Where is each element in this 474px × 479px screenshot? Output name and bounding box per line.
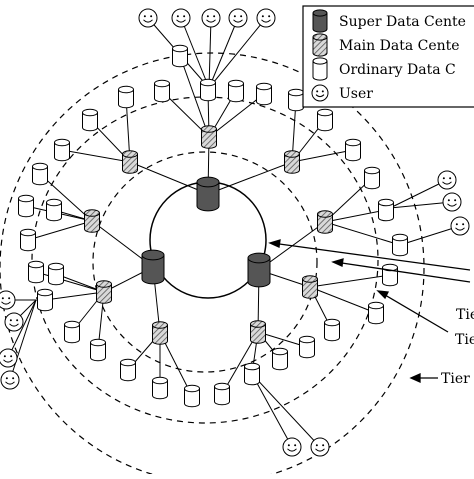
ordinary-data-center-icon: [64, 320, 80, 344]
ordinary-data-center-icon: [272, 347, 288, 371]
ordinary-data-center-icon: [382, 263, 398, 287]
ordinary-data-center-icon: [392, 233, 408, 257]
main-data-center-icon: [152, 321, 168, 345]
user-icon: [0, 290, 16, 310]
tier-label-1: Tie: [456, 307, 474, 323]
arrow-tier1: [334, 261, 471, 283]
ordinary-data-center-icon: [154, 79, 170, 103]
ordinary-data-center-icon: [118, 85, 134, 109]
main-data-center-icon: [201, 125, 217, 149]
arrow-tier1-head: [331, 258, 344, 267]
user-icon: [138, 8, 158, 28]
ordinary-data-center-icon: [364, 166, 380, 190]
legend-ordinary-icon: [312, 57, 328, 81]
super-data-center-icon: [196, 176, 220, 212]
ordinary-data-center-icon: [152, 376, 168, 400]
user-icon: [0, 370, 20, 390]
legend-user-icon: [311, 84, 329, 102]
user-icon: [228, 8, 248, 28]
ordinary-data-center-icon: [214, 382, 230, 406]
main-data-center-icon: [284, 150, 300, 174]
ordinary-data-center-icon: [378, 198, 394, 222]
user-icon: [442, 192, 462, 212]
nodes: [0, 8, 470, 457]
legend-label-ordinary: Ordinary Data C: [339, 62, 456, 78]
ordinary-data-center-icon: [82, 108, 98, 132]
tier-label-3: Tier: [441, 371, 470, 387]
legend-super-icon: [312, 9, 328, 33]
arrow-tier2-head: [376, 290, 390, 300]
user-icon: [437, 170, 457, 190]
tier-label-2: Tie: [455, 332, 474, 348]
arrow-core: [271, 242, 471, 271]
user-icon: [171, 8, 191, 28]
ordinary-data-center-icon: [120, 358, 136, 382]
tier-rings: [0, 52, 425, 479]
tier-arrows: [268, 239, 471, 384]
ordinary-data-center-icon: [46, 198, 62, 222]
ordinary-data-center-icon: [244, 362, 260, 386]
user-icon: [310, 437, 330, 457]
ordinary-data-center-icon: [299, 335, 315, 359]
user-icon: [256, 8, 276, 28]
user-icon: [450, 216, 470, 236]
main-data-center-icon: [122, 150, 138, 174]
ordinary-data-center-icon: [20, 228, 36, 252]
arrow-tier2: [379, 291, 449, 333]
ordinary-data-center-icon: [48, 262, 64, 286]
user-icon: [282, 437, 302, 457]
ordinary-data-center-icon: [288, 88, 304, 112]
main-data-center-icon: [302, 275, 318, 299]
ordinary-data-center-icon: [37, 288, 53, 312]
user-icon: [201, 8, 221, 28]
user-icon: [0, 348, 18, 368]
legend-main-icon: [312, 33, 328, 57]
ordinary-data-center-icon: [256, 82, 272, 106]
ordinary-data-center-icon: [184, 384, 200, 408]
main-data-center-icon: [317, 210, 333, 234]
ordinary-data-center-icon: [18, 194, 34, 218]
ordinary-data-center-icon: [28, 260, 44, 284]
super-data-center-icon: [141, 249, 165, 285]
ordinary-data-center-icon: [324, 318, 340, 342]
arrow-core-head: [268, 239, 281, 248]
tier-3-ring: [0, 52, 425, 479]
ordinary-data-center-icon: [228, 79, 244, 103]
main-data-center-icon: [96, 280, 112, 304]
tier-2-ring: [31, 96, 379, 424]
ordinary-data-center-icon: [172, 44, 188, 68]
main-data-center-icon: [250, 320, 266, 344]
main-data-center-icon: [84, 209, 100, 233]
arrow-tier3-head: [409, 372, 421, 384]
user-icon: [4, 312, 24, 332]
ordinary-data-center-icon: [368, 301, 384, 325]
tier-1-ring: [92, 151, 318, 373]
legend-label-super: Super Data Cente: [339, 14, 466, 30]
legend-label-user: User: [339, 86, 373, 102]
legend-box: [302, 5, 474, 108]
ordinary-data-center-icon: [90, 338, 106, 362]
legend: Super Data Cente Main Data Cente Ordinar…: [302, 5, 474, 108]
ordinary-data-center-icon: [345, 138, 361, 162]
legend-label-main: Main Data Cente: [339, 38, 460, 54]
ordinary-data-center-icon: [200, 78, 216, 102]
ordinary-data-center-icon: [54, 138, 70, 162]
super-data-center-icon: [247, 252, 271, 288]
ordinary-data-center-icon: [317, 108, 333, 132]
ordinary-data-center-icon: [32, 162, 48, 186]
